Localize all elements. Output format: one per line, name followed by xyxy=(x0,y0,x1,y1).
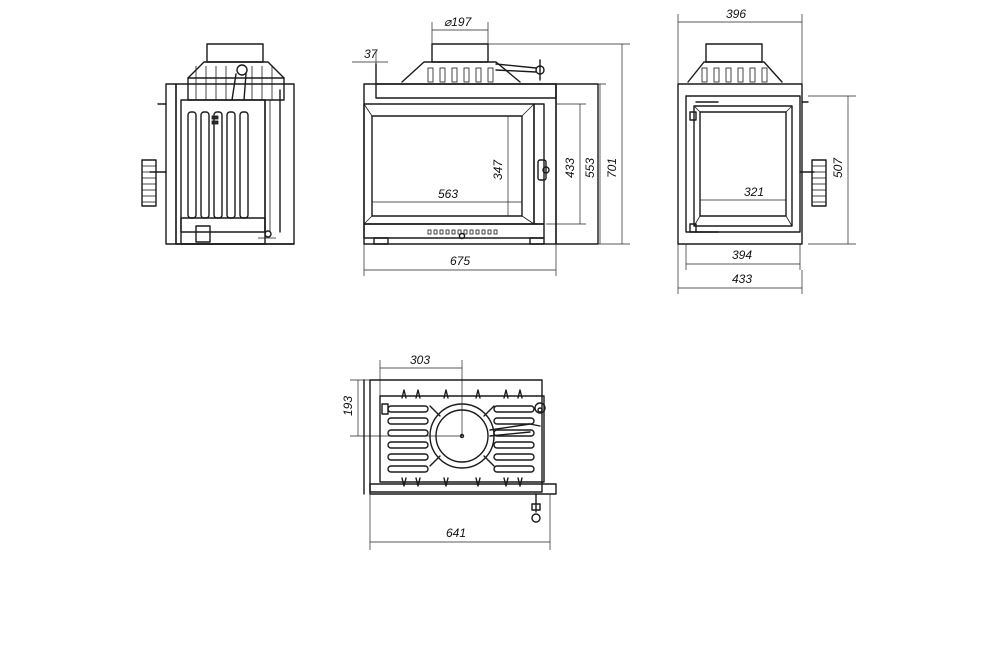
left-side-view xyxy=(141,43,295,245)
dim-flue-diameter: ⌀197 xyxy=(444,15,473,29)
dimension-lines xyxy=(350,14,856,550)
dim-side-top-width: 396 xyxy=(726,7,746,21)
top-view xyxy=(363,379,557,523)
dim-top-depth: 193 xyxy=(341,396,355,416)
dim-side-width-394: 394 xyxy=(732,248,752,262)
dim-front-flue-offset: 37 xyxy=(364,47,379,61)
dim-front-height-553: 553 xyxy=(583,158,597,178)
front-view xyxy=(363,43,599,245)
dim-front-glass-width: 563 xyxy=(438,187,458,201)
dimension-labels: ⌀197 37 347 433 553 701 563 675 396 507 … xyxy=(341,7,845,540)
dim-side-glass-width: 321 xyxy=(744,185,764,199)
dim-side-height: 507 xyxy=(831,157,845,178)
dim-side-width-433: 433 xyxy=(732,272,752,286)
dim-front-height-433: 433 xyxy=(563,158,577,178)
right-side-view xyxy=(677,43,827,245)
dim-front-width-outer: 675 xyxy=(450,254,470,268)
dim-front-glass-height: 347 xyxy=(491,159,505,180)
dim-top-width: 641 xyxy=(446,526,466,540)
dim-top-flue-offset: 303 xyxy=(410,353,430,367)
dim-front-height-total: 701 xyxy=(605,158,619,178)
